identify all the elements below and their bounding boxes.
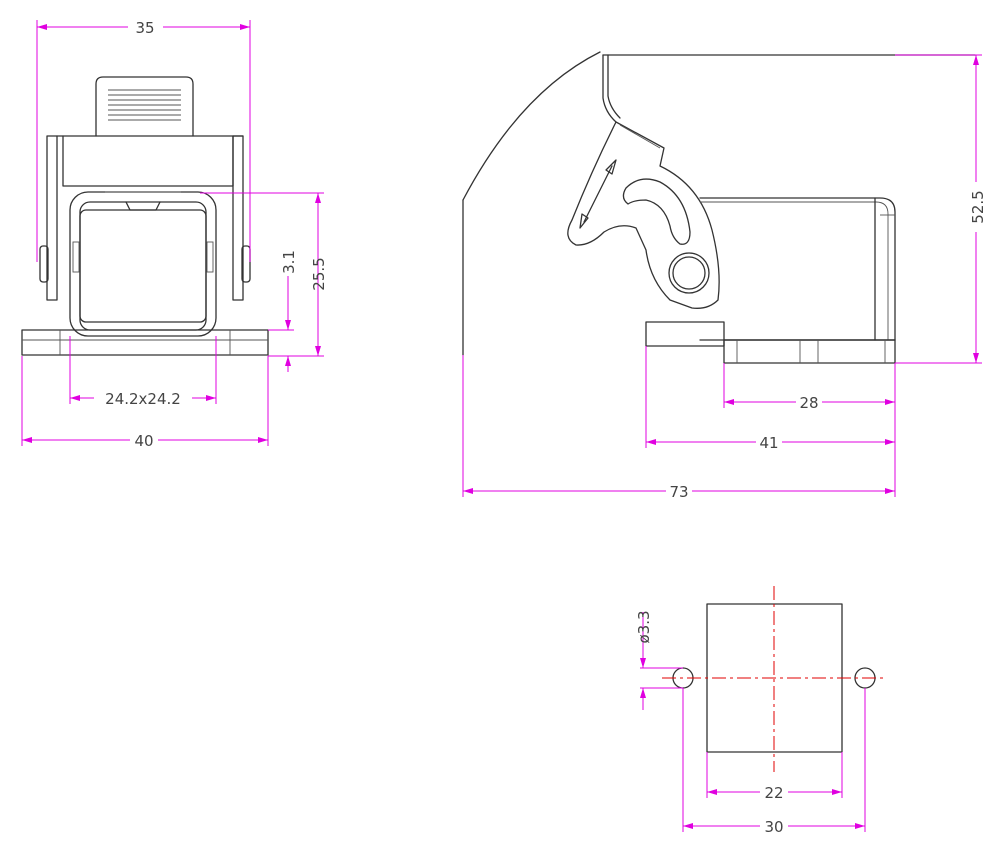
dim-width-top-label: 35 [135,19,154,37]
dim-pitch-label: 30 [764,818,783,836]
dim-len-28: 28 [723,363,896,412]
dim-height-total-label: 25.5 [310,257,328,290]
dim-inner: 22 [706,752,843,802]
front-view: 35 25.5 3.1 24.2x24.2 [21,19,328,450]
dim-width-base-label: 40 [134,432,153,450]
dim-inner-label: 22 [764,784,783,802]
lever-grip [108,89,181,121]
dim-height-total: 25.5 [200,192,328,357]
dim-height-base-label: 3.1 [280,250,298,274]
side-view: 52.5 28 41 [462,51,987,501]
dim-height: 52.5 [895,54,987,364]
dim-pitch: 30 [682,688,866,836]
dim-width-base: 40 [21,356,269,450]
dim-height-label: 52.5 [969,190,987,223]
footprint-view: ø3.3 22 30 [635,586,885,836]
dim-hole: ø3.3 [635,610,683,710]
dim-height-base: 3.1 [268,250,298,372]
dim-opening: 24.2x24.2 [69,336,217,408]
dim-hole-label: ø3.3 [635,610,653,643]
dim-opening-label: 24.2x24.2 [105,390,181,408]
dim-len-73: 73 [462,355,896,501]
dim-len-73-label: 73 [669,483,688,501]
dim-len-28-label: 28 [799,394,818,412]
locking-lever [567,121,720,309]
dim-len-41-label: 41 [759,434,778,452]
housing-body [645,197,896,364]
dim-width-top: 35 [36,19,251,262]
dim-len-41: 41 [645,346,896,452]
